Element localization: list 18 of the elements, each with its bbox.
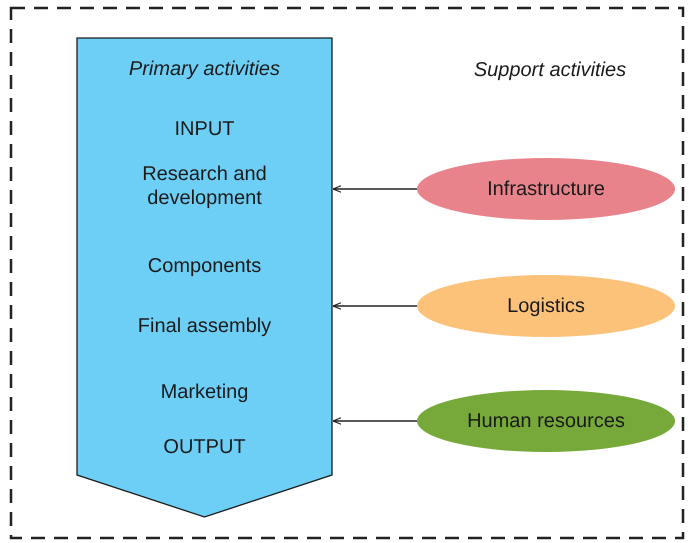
arrow: [332, 185, 417, 193]
node-label: Logistics: [506, 294, 586, 318]
arrow: [332, 417, 417, 425]
activity-label: Components: [146, 254, 262, 278]
support-ellipse: [417, 390, 675, 452]
support-ellipse: [417, 158, 675, 220]
section-heading: Primary activities: [128, 57, 282, 81]
activity-label: Final assembly: [136, 314, 272, 338]
node-label: Human resources: [466, 409, 626, 433]
chevron-arrow-shape: [76, 37, 333, 518]
activity-label: INPUT: [174, 117, 236, 141]
support-ellipse: [417, 275, 675, 337]
section-heading: Support activities: [472, 58, 628, 82]
node-label: Infrastructure: [486, 177, 606, 201]
activity-label: Research and development: [141, 162, 268, 210]
activity-label: OUTPUT: [162, 435, 247, 459]
arrow: [332, 302, 417, 310]
activity-label: Marketing: [160, 380, 250, 404]
